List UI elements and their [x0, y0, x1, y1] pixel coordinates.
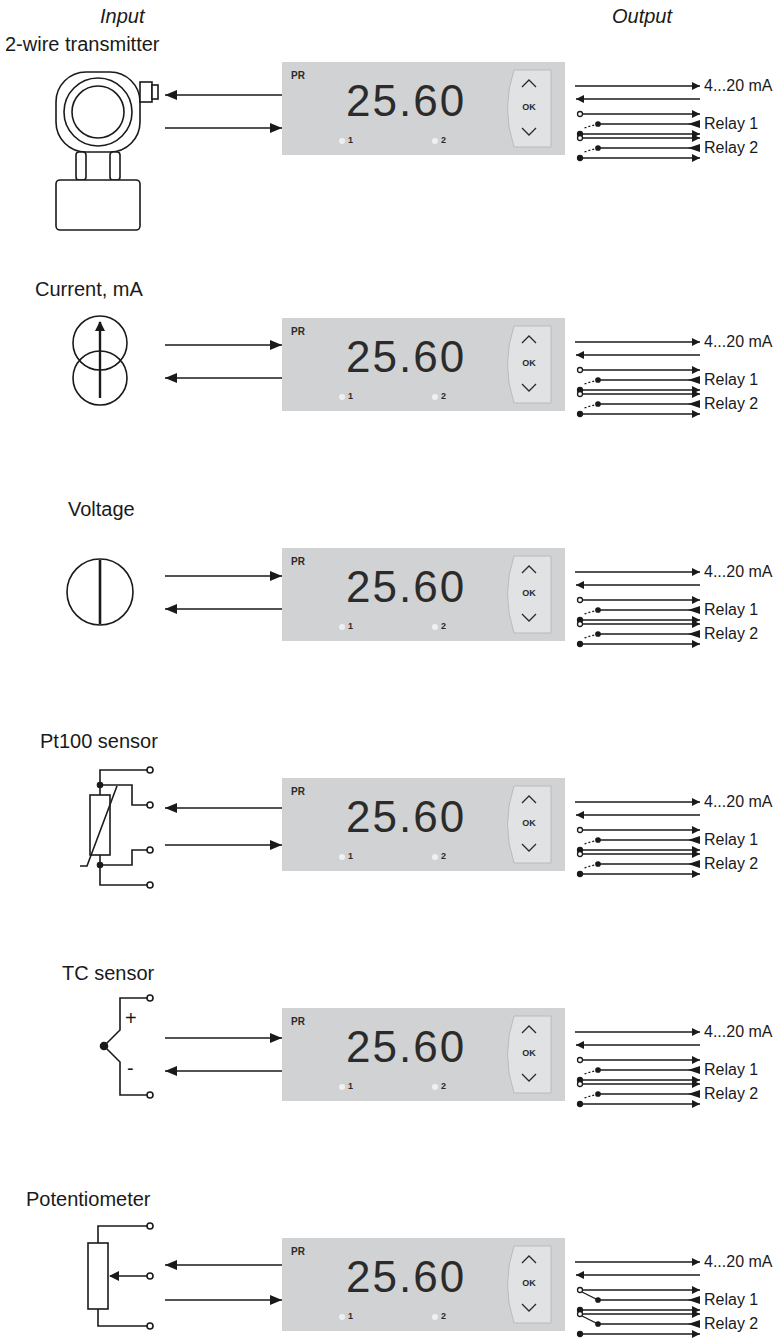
- button-label: OK: [515, 1048, 543, 1058]
- output-label: 4...20 mA: [704, 1022, 772, 1042]
- voltage-source-symbol: [67, 559, 133, 625]
- output-lines: [575, 1032, 700, 1107]
- output-label: Relay 2: [704, 624, 758, 644]
- led-label: 2: [441, 391, 446, 401]
- output-lines: [575, 802, 700, 877]
- output-label: Relay 2: [704, 1084, 758, 1104]
- output-label: Relay 2: [704, 1314, 758, 1334]
- display-value: 25.60: [346, 792, 466, 843]
- indicator-panel: PR 25.60OK 1 2: [282, 62, 565, 155]
- output-label: Relay 1: [704, 1060, 758, 1080]
- input-device: Current, mA: [65, 310, 165, 410]
- led-label: 1: [348, 1081, 353, 1091]
- output-label: 4...20 mA: [704, 562, 772, 582]
- output-label: Relay 2: [704, 138, 758, 158]
- input-device: Pt100 sensor: [76, 762, 165, 892]
- column-heading: Output: [612, 6, 672, 26]
- output-label: Relay 2: [704, 394, 758, 414]
- output-label: 4...20 mA: [704, 1252, 772, 1272]
- led-label: 1: [348, 1311, 353, 1321]
- brand-logo: PR: [291, 70, 305, 82]
- button-label: OK: [515, 102, 543, 112]
- signal-arrow: [165, 1037, 282, 1039]
- display-value: 25.60: [346, 1252, 466, 1303]
- display-value: 25.60: [346, 562, 466, 613]
- led-label: 1: [348, 621, 353, 631]
- output-lines: [575, 572, 700, 647]
- signal-arrow: [165, 575, 282, 577]
- signal-arrow: [165, 377, 282, 379]
- led-label: 2: [441, 621, 446, 631]
- input-device: 2-wire transmitter: [45, 68, 165, 233]
- polarity-sign: -: [127, 1057, 134, 1080]
- brand-logo: PR: [291, 556, 305, 568]
- led-label: 1: [348, 135, 353, 145]
- led-label: 2: [441, 135, 446, 145]
- signal-arrow: [165, 844, 282, 846]
- display-value: 25.60: [346, 1022, 466, 1073]
- signal-arrow: [165, 807, 282, 809]
- indicator-panel: PR 25.60OK 1 2: [282, 1238, 565, 1331]
- output-label: Relay 2: [704, 854, 758, 874]
- output-label: Relay 1: [704, 370, 758, 390]
- signal-arrow: [165, 1264, 282, 1266]
- current-source-symbol: [73, 316, 127, 405]
- output-label: 4...20 mA: [704, 792, 772, 812]
- output-label: Relay 1: [704, 600, 758, 620]
- input-heading: 2-wire transmitter: [5, 33, 159, 56]
- signal-arrow: [165, 608, 282, 610]
- input-device: Potentiometer: [80, 1218, 165, 1333]
- brand-logo: PR: [291, 326, 305, 338]
- input-heading: Current, mA: [35, 278, 143, 301]
- led-label: 2: [441, 1311, 446, 1321]
- input-heading: Pt100 sensor: [40, 730, 158, 753]
- led-label: 1: [348, 391, 353, 401]
- button-label: OK: [515, 588, 543, 598]
- signal-arrow: [165, 344, 282, 346]
- brand-logo: PR: [291, 1016, 305, 1028]
- led-label: 2: [441, 1081, 446, 1091]
- indicator-panel: PR 25.60OK 1 2: [282, 318, 565, 411]
- output-lines: [575, 86, 700, 161]
- input-device: Voltage: [60, 552, 165, 634]
- output-label: 4...20 mA: [704, 332, 772, 352]
- signal-arrow: [165, 94, 282, 96]
- thermocouple-symbol: [101, 995, 154, 1098]
- brand-logo: PR: [291, 786, 305, 798]
- output-lines: [575, 1262, 700, 1337]
- brand-logo: PR: [291, 1246, 305, 1258]
- indicator-panel: PR 25.60OK 1 2: [282, 548, 565, 641]
- led-label: 1: [348, 851, 353, 861]
- output-label: Relay 1: [704, 830, 758, 850]
- button-label: OK: [515, 1278, 543, 1288]
- transmitter-symbol: [56, 72, 158, 230]
- pt100-symbol: [80, 767, 153, 888]
- led-label: 2: [441, 851, 446, 861]
- display-value: 25.60: [346, 76, 466, 127]
- indicator-panel: PR 25.60OK 1 2: [282, 778, 565, 871]
- signal-arrow: [165, 127, 282, 129]
- signal-arrow: [165, 1070, 282, 1072]
- input-heading: Voltage: [68, 498, 135, 521]
- input-device: TC sensor+-: [90, 990, 165, 1102]
- polarity-sign: +: [125, 1007, 137, 1030]
- signal-arrow: [165, 1299, 282, 1301]
- input-heading: TC sensor: [62, 962, 154, 985]
- button-label: OK: [515, 358, 543, 368]
- input-heading: Potentiometer: [26, 1188, 151, 1211]
- button-label: OK: [515, 818, 543, 828]
- output-label: Relay 1: [704, 114, 758, 134]
- indicator-panel: PR 25.60OK 1 2: [282, 1008, 565, 1101]
- output-label: 4...20 mA: [704, 76, 772, 96]
- column-heading: Input: [100, 6, 144, 26]
- output-label: Relay 1: [704, 1290, 758, 1310]
- potentiometer-symbol: [88, 1223, 153, 1329]
- display-value: 25.60: [346, 332, 466, 383]
- output-lines: [575, 342, 700, 417]
